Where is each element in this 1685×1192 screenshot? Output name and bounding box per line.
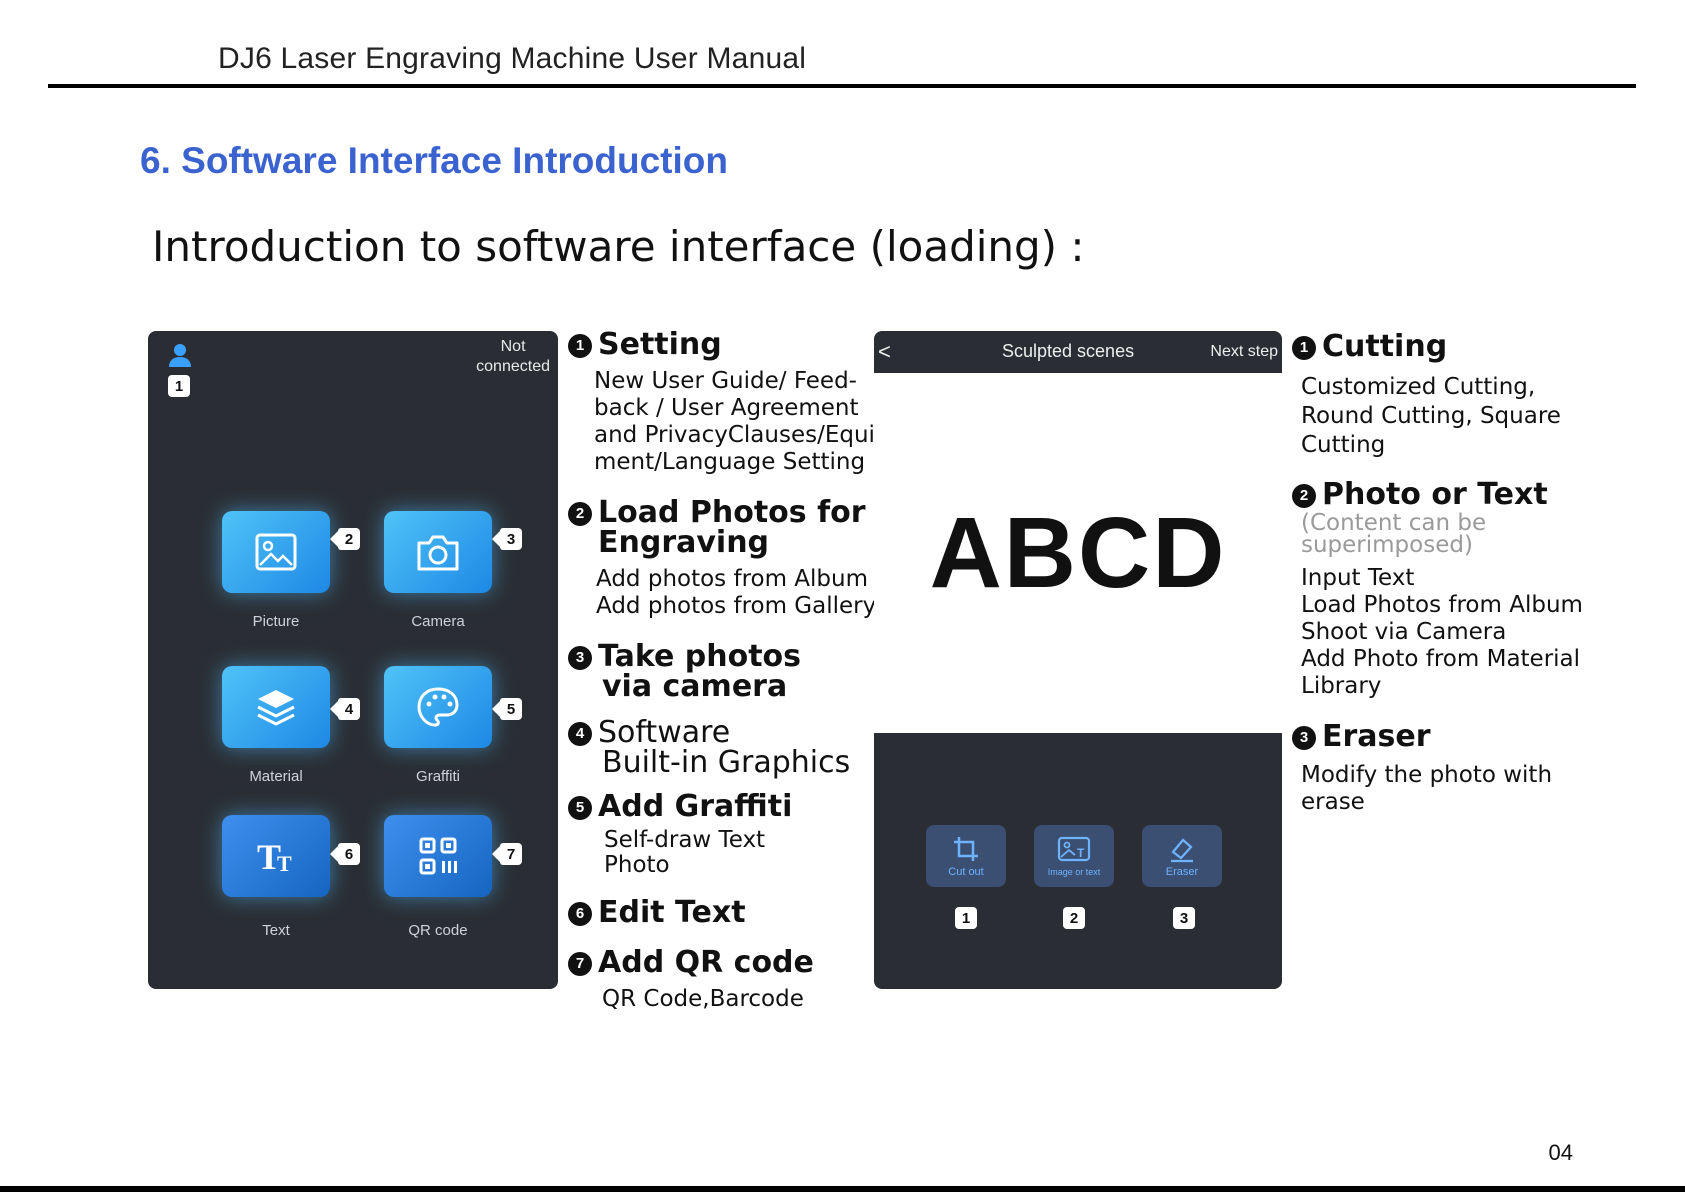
tile-label: Camera: [411, 613, 465, 630]
screen-title: Sculpted scenes: [1002, 341, 1135, 361]
tile-label: Graffiti: [416, 768, 460, 785]
svg-text:T: T: [277, 851, 292, 876]
callout-badge: 3: [492, 528, 522, 550]
next-step-button[interactable]: Next step: [1210, 343, 1278, 360]
palette-icon: [417, 687, 459, 727]
callout-badge: 3: [1173, 907, 1195, 929]
footer-rule: [0, 1186, 1685, 1192]
callout-badge: 5: [492, 698, 522, 720]
section-subtitle: Introduction to software interface (load…: [152, 222, 1085, 271]
image-text-icon: T: [1057, 836, 1091, 862]
cut-out-button[interactable]: Cut out: [926, 825, 1006, 887]
header-rule: [48, 84, 1636, 88]
qr-code-icon: [419, 837, 457, 875]
back-icon[interactable]: <: [878, 339, 891, 364]
callout-badge: 2: [330, 528, 360, 550]
callout-badge: 6: [330, 843, 360, 865]
feature-desc-qr-code: QR Code,Barcode: [602, 986, 804, 1012]
svg-text:T: T: [257, 837, 281, 877]
tile-label: QR code: [408, 922, 468, 939]
canvas-text: ABCD: [929, 496, 1227, 609]
feature-desc-setting: New User Guide/ Feed-back / User Agreeme…: [594, 368, 898, 475]
picture-icon: [255, 533, 297, 571]
callout-badge: 1: [955, 907, 977, 929]
camera-icon: [417, 535, 459, 571]
user-settings-icon[interactable]: [166, 341, 194, 374]
eraser-button[interactable]: Eraser: [1142, 825, 1222, 887]
edit-top-bar: < Sculpted scenes Next step: [874, 331, 1282, 373]
graffiti-tile[interactable]: [384, 666, 492, 748]
feature-desc-cutting: Customized Cutting,Round Cutting, Square…: [1301, 374, 1561, 458]
callout-badge: 1: [168, 375, 190, 397]
manual-header-title: DJ6 Laser Engraving Machine User Manual: [218, 42, 807, 75]
engraving-canvas[interactable]: ABCD: [874, 373, 1282, 733]
tile-label: Material: [249, 768, 303, 785]
tile-label: Picture: [252, 613, 300, 630]
eraser-icon: [1171, 838, 1193, 863]
material-tile[interactable]: [222, 666, 330, 748]
edit-screen-screenshot: < Sculpted scenes Next step ABCD Cut out…: [874, 331, 1282, 989]
callout-badge: 2: [1063, 907, 1085, 929]
text-icon: TT: [257, 837, 292, 877]
crop-icon: [954, 837, 978, 861]
svg-text:T: T: [1077, 846, 1085, 860]
layers-icon: [257, 690, 295, 726]
section-title: 6. Software Interface Introduction: [140, 140, 728, 181]
callout-badge: 4: [330, 698, 360, 720]
tile-label: Text: [262, 922, 290, 939]
callout-badge: 7: [492, 843, 522, 865]
picture-tile[interactable]: [222, 511, 330, 593]
qr-code-tile[interactable]: [384, 815, 492, 897]
image-or-text-button[interactable]: T Image or text: [1034, 825, 1114, 887]
camera-tile[interactable]: [384, 511, 492, 593]
page-number: 04: [1548, 1140, 1573, 1165]
